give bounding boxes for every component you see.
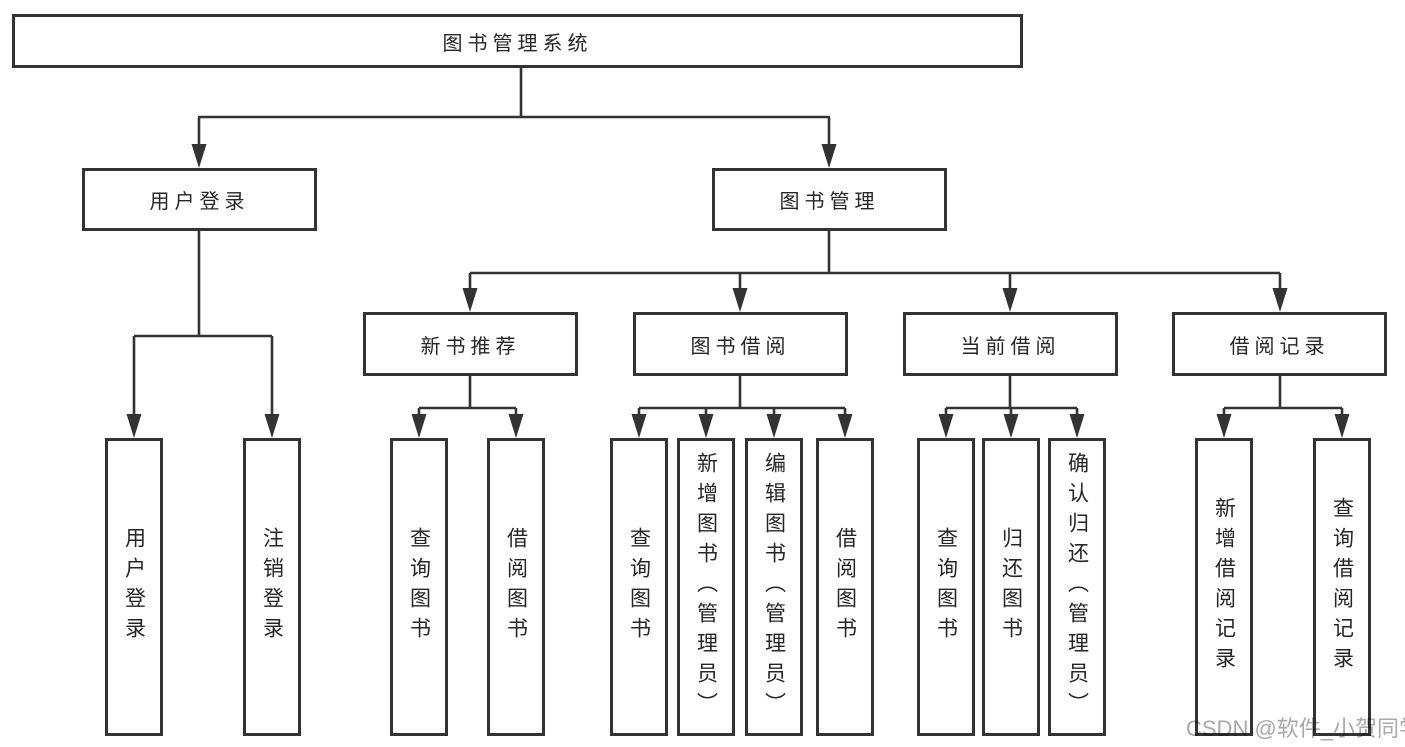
connector-new-books-to-leaves (411, 376, 524, 438)
leaf-label: 编辑图书（管理员） (762, 452, 786, 722)
node-current-borrow: 当前借阅 (903, 312, 1118, 376)
leaf-label: 查询借阅记录 (1330, 497, 1354, 677)
leaf-book-borrow-0: 查询图书 (610, 438, 668, 736)
connector-book-mgmt-to-level3 (462, 231, 1288, 312)
leaf-label: 查询图书 (627, 527, 651, 647)
leaf-borrow-records-1: 查询借阅记录 (1313, 438, 1371, 736)
leaf-label: 新增图书（管理员） (694, 452, 718, 722)
node-root: 图书管理系统 (12, 14, 1023, 68)
node-label: 借阅记录 (1229, 335, 1330, 358)
leaf-current-borrow-2: 确认归还（管理员） (1048, 438, 1106, 736)
node-label: 图书借阅 (690, 335, 791, 358)
leaf-new-books-0: 查询图书 (390, 438, 448, 736)
node-new-books: 新书推荐 (363, 312, 578, 376)
node-label: 用户登录 (149, 191, 250, 213)
leaf-current-borrow-1: 归还图书 (982, 438, 1040, 736)
leaf-label: 用户登录 (122, 527, 146, 647)
leaf-label: 借阅图书 (504, 527, 528, 647)
leaf-book-borrow-3: 借阅图书 (816, 438, 874, 736)
leaf-borrow-records-0: 新增借阅记录 (1195, 438, 1253, 736)
connector-current-borrow-to-leaves (938, 376, 1085, 438)
leaf-current-borrow-0: 查询图书 (917, 438, 975, 736)
leaf-book-borrow-2: 编辑图书（管理员） (745, 438, 803, 736)
node-borrow-records: 借阅记录 (1172, 312, 1387, 376)
leaf-user-login-0: 用户登录 (105, 438, 163, 736)
node-book-mgmt: 图书管理 (712, 168, 947, 231)
connector-records-to-leaves (1216, 376, 1350, 438)
leaf-label: 注销登录 (260, 527, 284, 647)
leaf-label: 归还图书 (999, 527, 1023, 647)
node-label: 图书管理 (779, 191, 880, 213)
node-book-borrow: 图书借阅 (633, 312, 848, 376)
leaf-label: 借阅图书 (833, 527, 857, 647)
leaf-label: 新增借阅记录 (1212, 497, 1236, 677)
leaf-user-login-1: 注销登录 (243, 438, 301, 736)
leaf-new-books-1: 借阅图书 (487, 438, 545, 736)
connector-book-borrow-to-leaves (631, 376, 853, 438)
connector-root-to-level2 (191, 68, 837, 168)
leaf-label: 查询图书 (407, 527, 431, 647)
leaf-label: 查询图书 (934, 527, 958, 647)
watermark-text: CSDN @软件_小贺同学 (1186, 716, 1405, 741)
node-user-login: 用户登录 (82, 168, 317, 231)
leaf-book-borrow-1: 新增图书（管理员） (677, 438, 735, 736)
node-label: 新书推荐 (420, 335, 521, 358)
node-label: 当前借阅 (960, 335, 1061, 358)
connector-user-login-to-leaves (126, 231, 280, 438)
node-label: 图书管理系统 (442, 32, 593, 55)
leaf-label: 确认归还（管理员） (1065, 452, 1089, 722)
